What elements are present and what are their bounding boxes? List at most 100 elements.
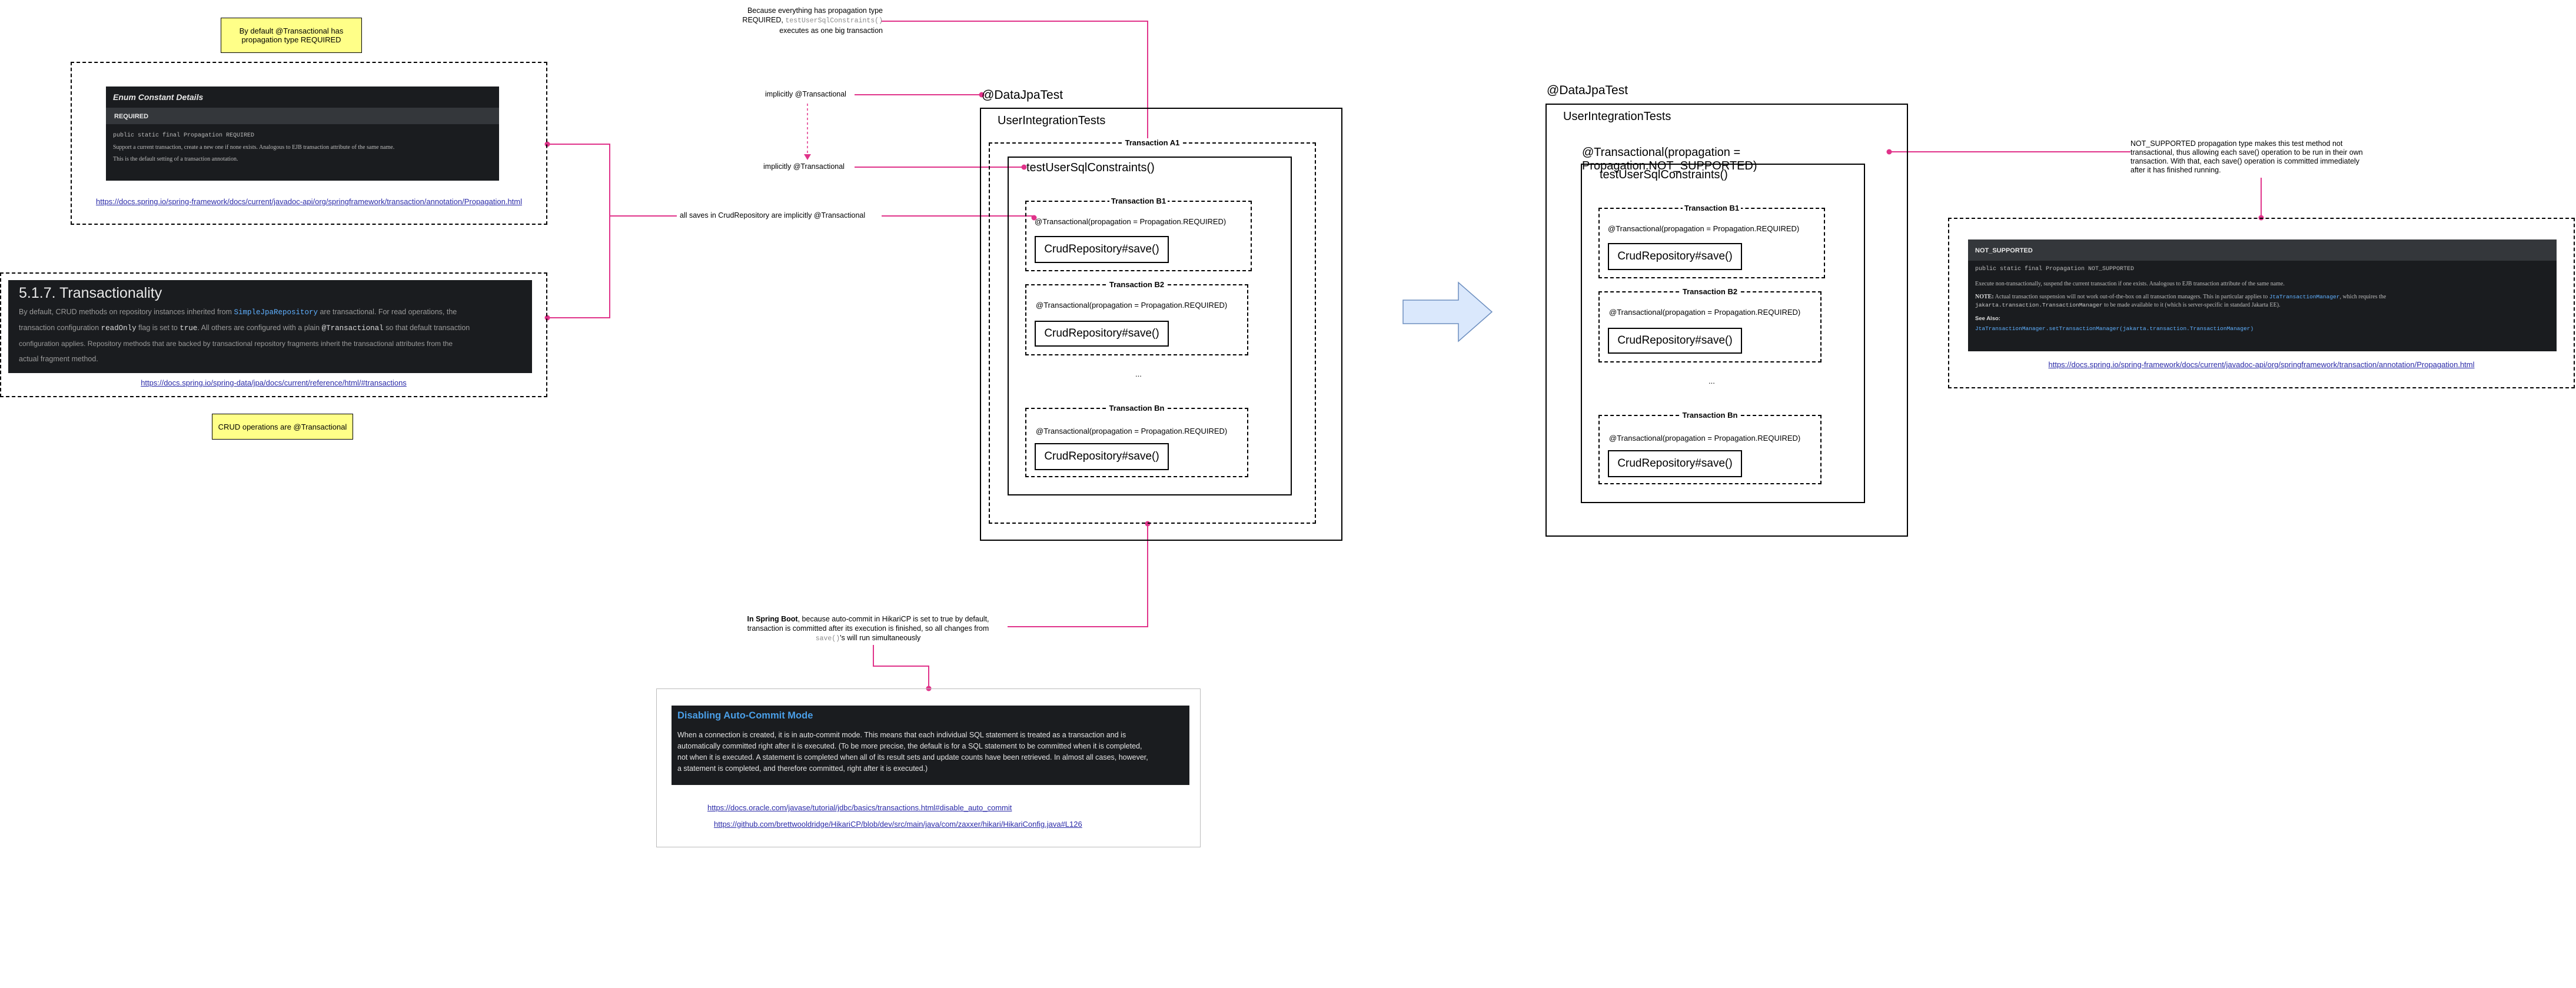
not-supported-doc-see-link[interactable]: JtaTransactionManager.setTransactionMana… <box>1975 325 2254 332</box>
spring-data-doc-code: SimpleJpaRepository <box>234 308 318 317</box>
right-transaction-b2-title: Transaction B2 <box>1680 287 1740 296</box>
annotation-not-supported-line2: transactional, thus allowing each save()… <box>2130 148 2363 157</box>
spring-data-doc-text: flag is set to <box>136 324 180 332</box>
right-transaction-b2-save: CrudRepository#save() <box>1608 328 1742 354</box>
spring-data-doc-line4: actual fragment method. <box>19 355 98 363</box>
autocommit-doc-line3: not when it is executed. A statement is … <box>677 753 1148 761</box>
not-supported-doc-text: to be made available to it (which is ser… <box>2102 302 2281 308</box>
enum-doc-line2: This is the default setting of a transac… <box>113 156 238 162</box>
not-supported-doc-text: Actual transaction suspension will not w… <box>1993 294 2269 300</box>
annotation-not-supported-line4: after it has finished running. <box>2130 166 2221 174</box>
right-ellipsis: ... <box>1709 377 1715 385</box>
left-class-name: UserIntegrationTests <box>998 114 1106 127</box>
right-datajpatest-label: @DataJpaTest <box>1547 84 1628 97</box>
not-supported-doc-constant: NOT_SUPPORTED <box>1975 247 2033 254</box>
annotation-autocommit: In Spring Boot, because auto-commit in H… <box>730 614 1006 644</box>
spring-data-doc-body: By default, CRUD methods on repository i… <box>19 304 521 367</box>
autocommit-doc-line2: automatically committed right after it i… <box>677 742 1142 750</box>
spring-data-doc-text: transaction configuration <box>19 324 101 332</box>
right-method-annotation: @Transactional(propagation = Propagation… <box>1582 146 1757 172</box>
left-transaction-bn-save: CrudRepository#save() <box>1035 443 1169 470</box>
left-transaction-b2: Transaction B2 @Transactional(propagatio… <box>1025 280 1248 355</box>
right-class-name: UserIntegrationTests <box>1563 110 1671 123</box>
spring-data-doc-code: true <box>180 324 198 332</box>
autocommit-doc-line1: When a connection is created, it is in a… <box>677 731 1126 739</box>
spring-data-doc-text: so that default transaction <box>383 324 470 332</box>
enum-doc-url[interactable]: https://docs.spring.io/spring-framework/… <box>95 197 523 206</box>
right-method-box: testUserSqlConstraints() Transaction B1 … <box>1581 164 1865 503</box>
left-transaction-bn-titlebar: Transaction Bn <box>1026 404 1247 413</box>
spring-data-doc-url[interactable]: https://docs.spring.io/spring-data/jpa/d… <box>141 378 407 387</box>
connector-enum-doc <box>547 144 610 318</box>
annotation-big-transaction-code: testUserSqlConstraints() <box>785 17 883 25</box>
not-supported-doc-signature: public static final Propagation NOT_SUPP… <box>1975 266 2135 272</box>
annotation-big-transaction-text: REQUIRED, <box>742 16 786 24</box>
annotation-big-transaction-line2: REQUIRED, testUserSqlConstraints() <box>665 15 883 26</box>
annotation-autocommit-line2: transaction is committed after its execu… <box>747 624 989 633</box>
not-supported-doc-note-line1: NOTE: Actual transaction suspension will… <box>1975 293 2550 301</box>
right-transaction-bn-annotation: @Transactional(propagation = Propagation… <box>1609 434 1801 443</box>
not-supported-doc-note: NOTE: Actual transaction suspension will… <box>1975 293 2550 310</box>
not-supported-doc-code: jakarta.transaction.TransactionManager <box>1975 302 2103 308</box>
autocommit-doc-body: When a connection is created, it is in a… <box>677 730 1184 774</box>
not-supported-doc-frame: NOT_SUPPORTED public static final Propag… <box>1948 218 2575 388</box>
note-crud-transactional-text: CRUD operations are @Transactional <box>218 422 347 431</box>
left-transaction-bn-annotation: @Transactional(propagation = Propagation… <box>1036 427 1228 435</box>
right-transaction-bn: Transaction Bn @Transactional(propagatio… <box>1598 411 1822 484</box>
left-transaction-b2-title: Transaction B2 <box>1107 280 1166 289</box>
autocommit-doc-panel: Disabling Auto-Commit Mode When a connec… <box>672 706 1189 785</box>
annotation-autocommit-text: , because auto-commit in HikariCP is set… <box>797 615 989 623</box>
note-default-required: By default @Transactional has propagatio… <box>221 18 362 53</box>
enum-doc-constant: REQUIRED <box>114 113 149 120</box>
spring-data-doc-code: readOnly <box>101 324 137 332</box>
left-transaction-a1-titlebar: Transaction A1 <box>990 138 1315 147</box>
enum-doc-constant-bar: REQUIRED <box>106 108 499 124</box>
left-transaction-b1-annotation: @Transactional(propagation = Propagation… <box>1035 217 1226 226</box>
not-supported-doc-constant-bar: NOT_SUPPORTED <box>1968 239 2557 261</box>
right-transaction-b1: Transaction B1 @Transactional(propagatio… <box>1598 204 1825 278</box>
spring-data-doc-panel: 5.1.7. Transactionality By default, CRUD… <box>8 280 532 373</box>
left-transaction-b1-titlebar: Transaction B1 <box>1026 197 1251 205</box>
enum-doc-heading: Enum Constant Details <box>113 92 204 102</box>
left-class-box: UserIntegrationTests Transaction A1 test… <box>980 108 1342 541</box>
not-supported-doc-note-label: NOTE: <box>1975 294 1994 300</box>
spring-data-doc-text: are transactional. For read operations, … <box>317 308 457 316</box>
connector-big-tx <box>882 21 1148 144</box>
left-transaction-b2-annotation: @Transactional(propagation = Propagation… <box>1036 301 1228 310</box>
annotation-not-supported: NOT_SUPPORTED propagation type makes thi… <box>2130 139 2401 175</box>
annotation-big-transaction: Because everything has propagation type … <box>665 6 883 35</box>
enum-doc-panel: Enum Constant Details REQUIRED public st… <box>106 87 499 181</box>
right-method-name: testUserSqlConstraints() <box>1600 168 1728 181</box>
connector-autocommit <box>1008 524 1148 627</box>
autocommit-doc-url1[interactable]: https://docs.oracle.com/javase/tutorial/… <box>707 803 1012 812</box>
enum-doc-frame: Enum Constant Details REQUIRED public st… <box>71 62 547 225</box>
enum-doc-line1: Support a current transaction, create a … <box>113 144 395 151</box>
connector-autocommit-doc <box>873 645 929 688</box>
annotation-autocommit-code: save() <box>815 635 840 643</box>
left-method-box: testUserSqlConstraints() Transaction B1 … <box>1008 157 1292 495</box>
annotation-autocommit-line1: In Spring Boot, because auto-commit in H… <box>730 614 1006 624</box>
autocommit-doc-heading: Disabling Auto-Commit Mode <box>677 710 813 721</box>
left-transaction-a1: Transaction A1 testUserSqlConstraints() … <box>989 138 1316 524</box>
right-transaction-b1-save: CrudRepository#save() <box>1608 243 1742 270</box>
arrowhead-implicit <box>804 154 811 160</box>
left-transaction-b1: Transaction B1 @Transactional(propagatio… <box>1025 197 1252 271</box>
annotation-big-transaction-line1: Because everything has propagation type <box>747 6 883 15</box>
annotation-all-saves: all saves in CrudRepository are implicit… <box>680 211 866 219</box>
not-supported-doc-see-also: See Also: <box>1975 315 2000 322</box>
not-supported-doc-text: , which requires the <box>2339 294 2386 300</box>
not-supported-doc-line1: Execute non-transactionally, suspend the… <box>1975 281 2285 287</box>
enum-doc-signature: public static final Propagation REQUIRED <box>113 132 255 139</box>
not-supported-doc-panel: NOT_SUPPORTED public static final Propag… <box>1968 239 2557 351</box>
autocommit-doc-url2[interactable]: https://github.com/brettwooldridge/Hikar… <box>714 820 1082 829</box>
not-supported-doc-url[interactable]: https://docs.spring.io/spring-framework/… <box>2048 360 2475 369</box>
right-transaction-b2: Transaction B2 @Transactional(propagatio… <box>1598 287 1822 362</box>
left-transaction-bn-title: Transaction Bn <box>1107 404 1166 413</box>
annotation-not-supported-line1: NOT_SUPPORTED propagation type makes thi… <box>2130 139 2343 148</box>
spring-data-doc-code: @Transactional <box>321 324 384 332</box>
not-supported-doc-code: JtaTransactionManager <box>2269 294 2340 300</box>
spring-data-doc-text: By default, CRUD methods on repository i… <box>19 308 234 316</box>
right-transaction-b2-titlebar: Transaction B2 <box>1600 287 1820 296</box>
right-transaction-b1-title: Transaction B1 <box>1682 204 1741 212</box>
left-transaction-b1-save: CrudRepository#save() <box>1035 236 1169 263</box>
